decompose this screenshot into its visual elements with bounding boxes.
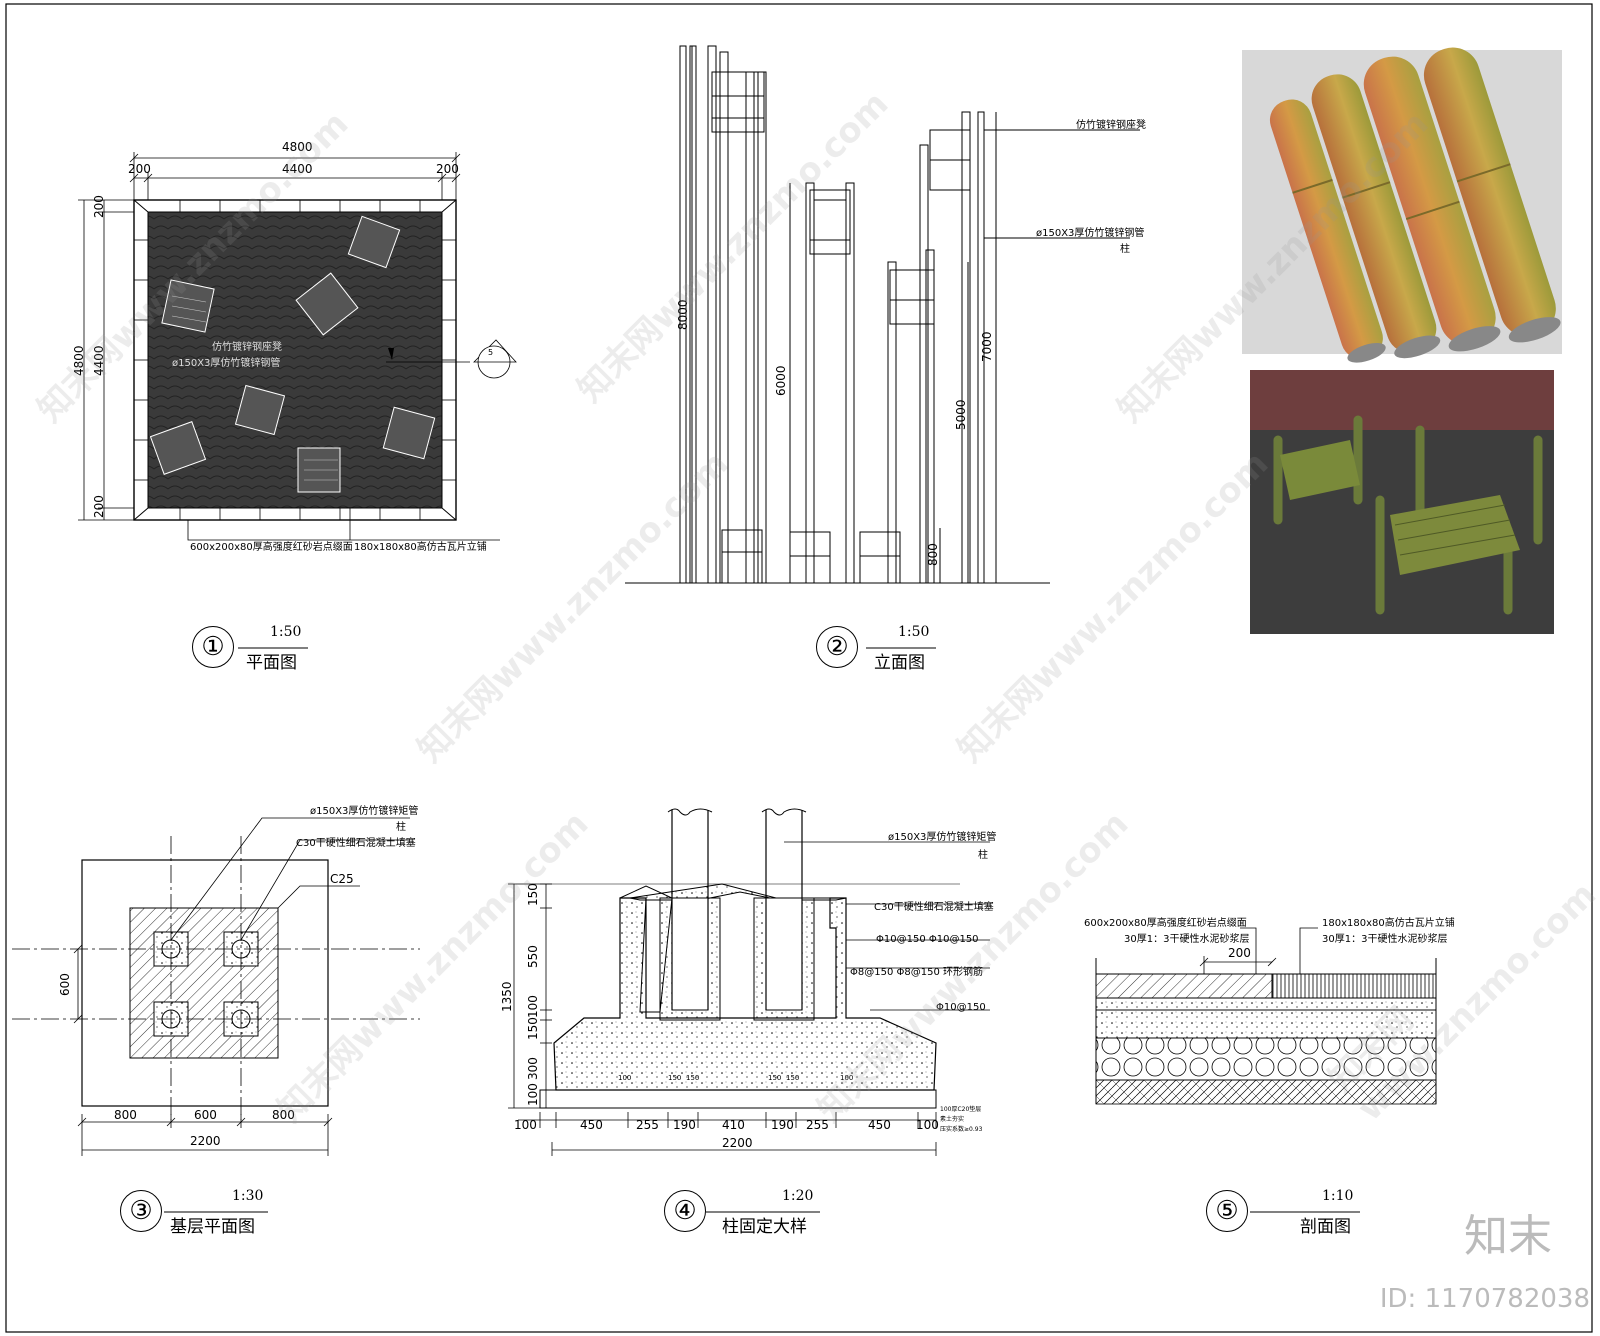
elev-dim-7000: 7000 xyxy=(980,331,994,362)
elev-note-chair: 仿竹镀锌钢座凳 xyxy=(1076,120,1146,131)
plan-note-tile: 180x180x80高仿古瓦片立铺 xyxy=(354,542,487,553)
column-detail-view xyxy=(508,808,990,1156)
base-plan-view xyxy=(12,817,420,1156)
detail-small-1: 100 xyxy=(618,1074,632,1082)
detail-dim-550: 550 xyxy=(526,945,540,968)
detail-dim-w0: 100 xyxy=(514,1118,537,1132)
view5-number: ⑤ xyxy=(1206,1190,1248,1232)
elev-dim-8000: 8000 xyxy=(676,299,690,330)
detail-dim-w2: 255 xyxy=(636,1118,659,1132)
plan-dim-edge-right: 200 xyxy=(436,162,459,176)
brand-logo: 知末 xyxy=(1464,1211,1552,1262)
plan-dim-total-v: 4800 xyxy=(72,345,86,376)
detail-small-5: 150 xyxy=(786,1074,800,1082)
base-dim-800-right: 800 xyxy=(272,1108,295,1122)
view5-scale: 1:10 xyxy=(1322,1188,1354,1204)
plan-dim-total: 4800 xyxy=(282,140,313,154)
detail-small-4: 150 xyxy=(768,1074,782,1082)
view3-number: ③ xyxy=(120,1190,162,1232)
detail-dim-w8: 100 xyxy=(916,1118,939,1132)
detail-note-col: 柱 xyxy=(978,850,988,861)
plan-dim-edge-left: 200 xyxy=(128,162,151,176)
section-note-r2: 30厚1：3干硬性水泥砂浆层 xyxy=(1322,934,1448,945)
view1-number: ① xyxy=(192,626,234,668)
detail-dim-w6: 255 xyxy=(806,1118,829,1132)
base-dim-800-left: 800 xyxy=(114,1108,137,1122)
plan-dim-edge-bottom-v: 200 xyxy=(92,495,106,518)
section-dim-200: 200 xyxy=(1228,946,1251,960)
bamboo-pipe-render xyxy=(1242,47,1562,363)
view3-scale: 1:30 xyxy=(232,1188,264,1204)
view1-title: 平面图 xyxy=(246,653,297,673)
view2-scale: 1:50 xyxy=(898,624,930,640)
elevation-view xyxy=(625,45,1140,584)
detail-dim-100b: 100 xyxy=(526,1083,540,1106)
plan-view xyxy=(78,152,517,541)
base-note-c25: C25 xyxy=(330,872,354,886)
base-note-fill: C30干硬性细石混凝土填塞 xyxy=(296,838,416,849)
detail-note-fill: C30干硬性细石混凝土填塞 xyxy=(874,902,994,913)
detail-dim-w3: 190 xyxy=(673,1118,696,1132)
detail-note-bar3: Φ10@150 xyxy=(936,1002,986,1013)
plan-dim-inner-v: 4400 xyxy=(92,345,106,376)
plan-note-paving: 600x200x80厚高强度红砂岩点缀面 xyxy=(190,542,353,553)
image-id: ID: 1170782038 xyxy=(1379,1284,1590,1314)
detail-note-cushion2: 素土夯实 xyxy=(940,1116,965,1123)
detail-dim-300: 300 xyxy=(526,1057,540,1080)
elev-dim-5000: 5000 xyxy=(954,399,968,430)
elev-note-pipe: ø150X3厚仿竹镀锌钢管 xyxy=(1036,228,1145,239)
base-note-col: 柱 xyxy=(396,822,406,833)
elev-dim-800: 800 xyxy=(926,543,940,566)
base-dim-600-v: 600 xyxy=(58,973,72,996)
section-view xyxy=(1095,927,1437,1105)
plan-dim-edge-top-v: 200 xyxy=(92,195,106,218)
base-dim-600: 600 xyxy=(194,1108,217,1122)
view4-number: ④ xyxy=(664,1190,706,1232)
plan-dim-inner: 4400 xyxy=(282,162,313,176)
section-note-r1: 180x180x80高仿古瓦片立铺 xyxy=(1322,918,1455,929)
detail-small-6: 100 xyxy=(840,1074,854,1082)
elev-note-col: 柱 xyxy=(1120,244,1130,255)
elev-dim-6000: 6000 xyxy=(774,365,788,396)
detail-dim-1350: 1350 xyxy=(500,981,514,1012)
detail-note-cushion: 100厚C20垫层 xyxy=(940,1106,982,1113)
detail-note-cushion3: 压实系数≥0.93 xyxy=(940,1126,983,1133)
detail-small-3: 150 xyxy=(686,1074,700,1082)
view4-scale: 1:20 xyxy=(782,1188,814,1204)
detail-dim-150b: 150 xyxy=(526,1017,540,1040)
view3-title: 基层平面图 xyxy=(170,1217,255,1237)
detail-dim-w5: 190 xyxy=(771,1118,794,1132)
detail-dim-w4: 410 xyxy=(722,1118,745,1132)
sheet-border xyxy=(5,3,1593,1333)
view1-scale: 1:50 xyxy=(270,624,302,640)
detail-dim-w7: 450 xyxy=(868,1118,891,1132)
view4-title: 柱固定大样 xyxy=(722,1217,807,1237)
base-dim-2200: 2200 xyxy=(190,1134,221,1148)
detail-dim-150a: 150 xyxy=(526,883,540,906)
plan-note-chair: 仿竹镀锌钢座凳 xyxy=(212,342,282,353)
detail-dim-100: 100 xyxy=(526,995,540,1018)
detail-note-pipe: ø150X3厚仿竹镀锌矩管 xyxy=(888,832,997,843)
detail-note-bar1: Φ10@150 Φ10@150 xyxy=(876,934,979,945)
detail-small-2: 150 xyxy=(668,1074,682,1082)
bamboo-chair-render xyxy=(1250,370,1554,634)
view2-number: ② xyxy=(816,626,858,668)
plan-note-pipe: ø150X3厚仿竹镀锌钢管 xyxy=(172,358,281,369)
view2-title: 立面图 xyxy=(874,653,925,673)
section-note-l1: 600x200x80厚高强度红砂岩点缀面 xyxy=(1084,918,1247,929)
view5-title: 剖面图 xyxy=(1300,1217,1351,1237)
plan-section-mark: 5 xyxy=(488,348,494,357)
section-note-l2: 30厚1：3干硬性水泥砂浆层 xyxy=(1124,934,1250,945)
detail-dim-2200: 2200 xyxy=(722,1136,753,1150)
base-note-pipe: ø150X3厚仿竹镀锌矩管 xyxy=(310,806,419,817)
detail-dim-w1: 450 xyxy=(580,1118,603,1132)
detail-note-bar2: Φ8@150 Φ8@150 环形钢筋 xyxy=(850,967,983,978)
